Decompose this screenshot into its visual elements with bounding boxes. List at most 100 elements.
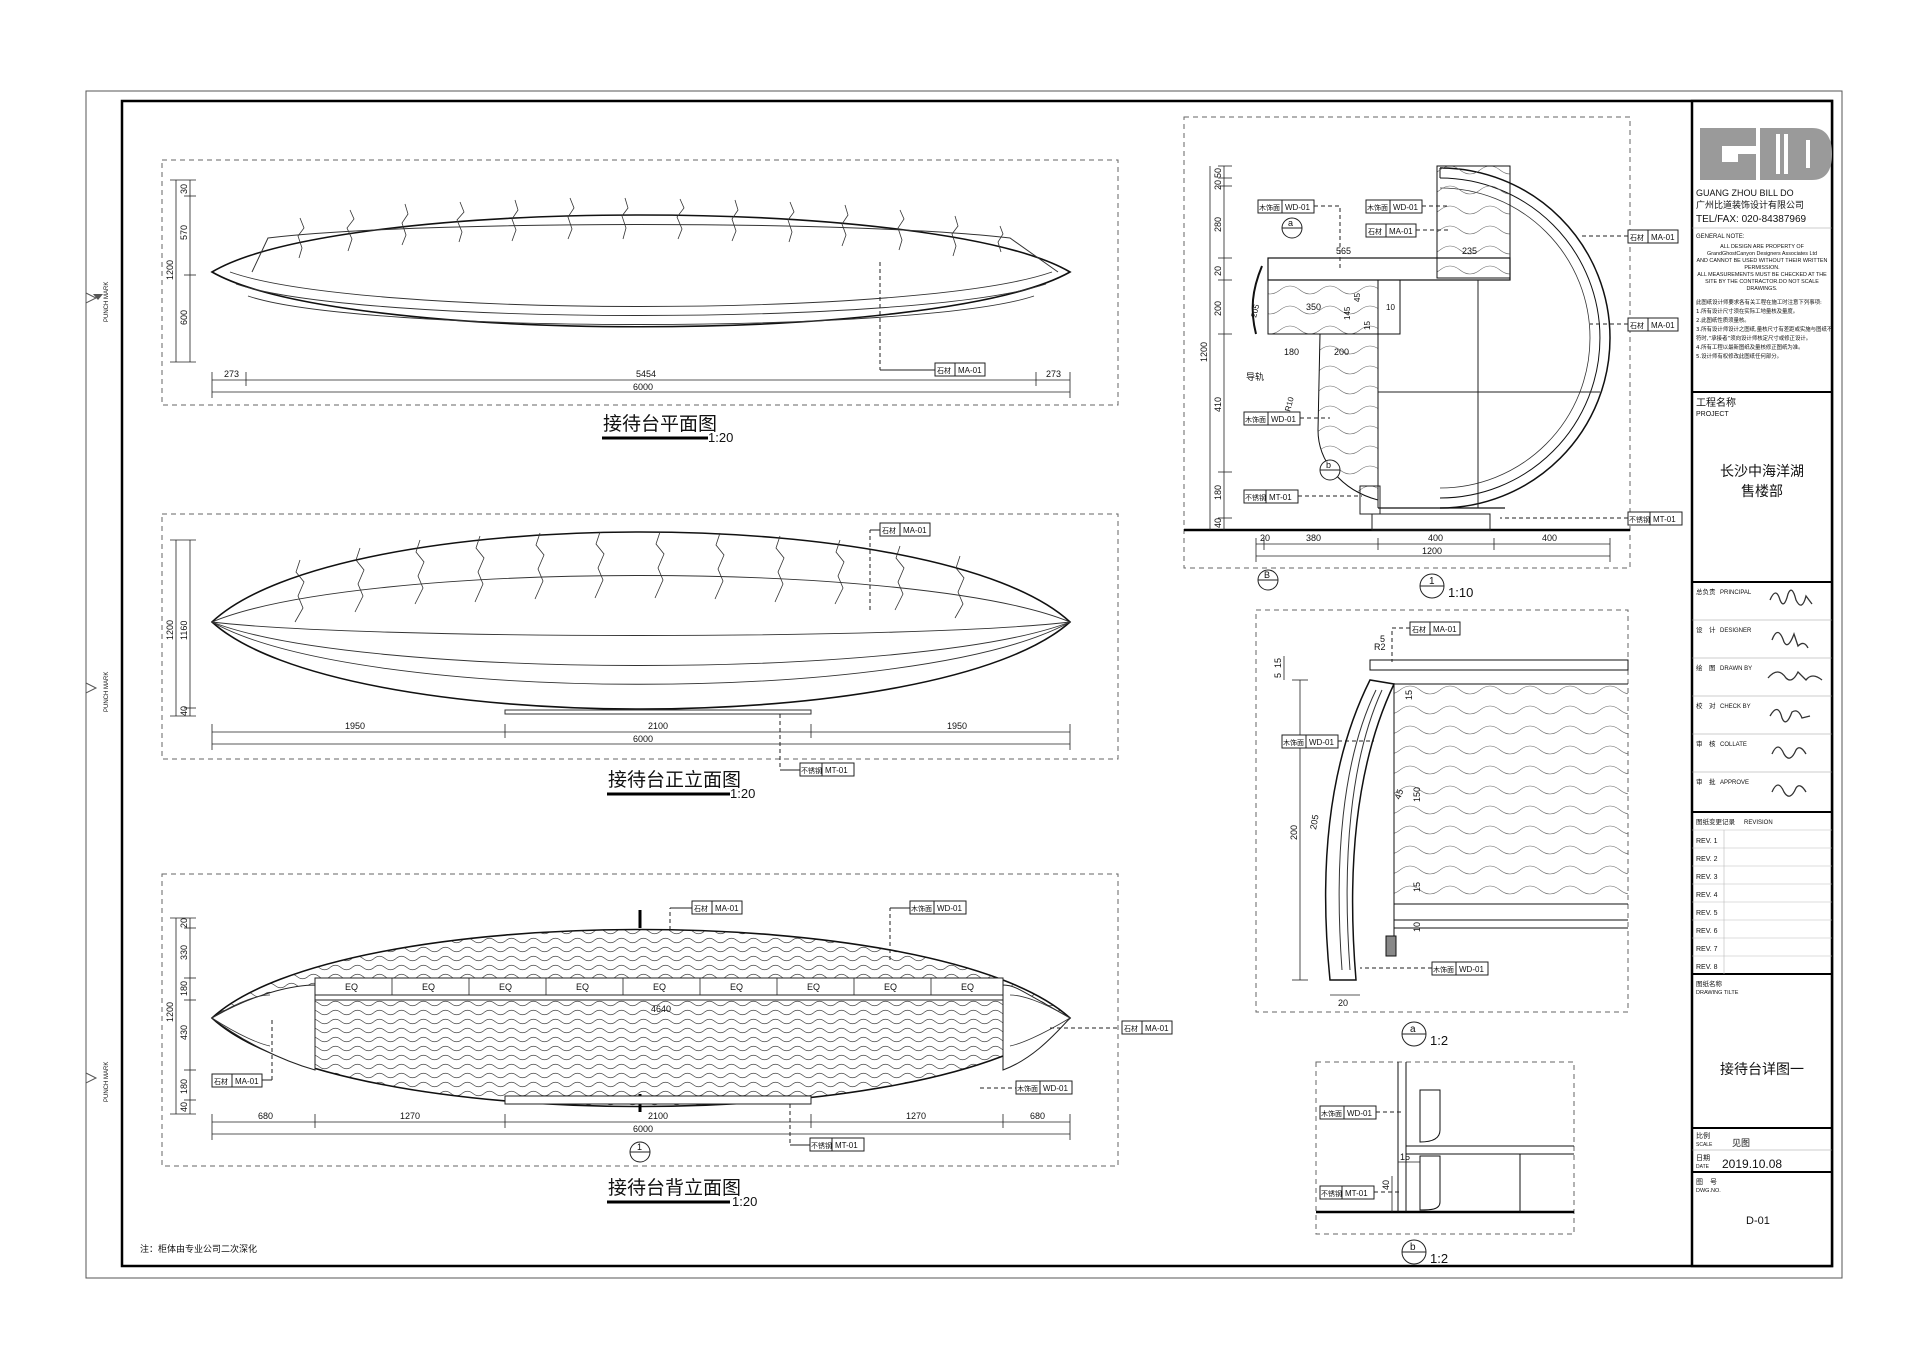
front-dim: 1200	[165, 620, 175, 640]
front-dim: 2100	[648, 721, 668, 731]
svg-text:SCALE: SCALE	[1696, 1142, 1713, 1148]
svg-text:石材: 石材	[1630, 321, 1644, 330]
svg-text:3.所有设计师设计之图纸,量核尺寸有差距或实施与图纸不: 3.所有设计师设计之图纸,量核尺寸有差距或实施与图纸不	[1696, 325, 1833, 333]
svg-text:REV. 7: REV. 7	[1696, 946, 1718, 953]
svg-text:审 核: 审 核	[1696, 739, 1716, 748]
svg-text:总负责: 总负责	[1696, 587, 1716, 596]
svg-text:20: 20	[1213, 266, 1223, 276]
svg-text:ALL DESIGN ARE PROPERTY OF: ALL DESIGN ARE PROPERTY OF	[1720, 244, 1804, 250]
plan-title: 接待台平面图	[603, 413, 717, 435]
svg-text:145: 145	[1343, 306, 1352, 320]
svg-text:木饰面: 木饰面	[1245, 415, 1266, 424]
front-dim: 1950	[947, 721, 967, 731]
company-logo	[1700, 128, 1832, 180]
plan-dim: 570	[179, 225, 189, 240]
svg-text:DWG.NO.: DWG.NO.	[1696, 1188, 1721, 1194]
detail-a-scale: 1:2	[1430, 1033, 1448, 1048]
svg-text:SITE BY THE CONTRACTOR.DO NOT: SITE BY THE CONTRACTOR.DO NOT SCALE	[1705, 279, 1819, 285]
svg-text:不锈钢: 不锈钢	[811, 1141, 832, 1150]
svg-text:5: 5	[1380, 634, 1385, 644]
svg-text:REV. 8: REV. 8	[1696, 964, 1718, 971]
svg-text:DESIGNER: DESIGNER	[1720, 628, 1752, 634]
plan-dim: 30	[179, 184, 189, 194]
svg-text:石材: 石材	[1412, 625, 1426, 634]
punch-mark-label: PUNCH MARK	[104, 1062, 110, 1102]
detail-b-material-tags: 木饰面 WD-01 不锈钢 MT-01	[1319, 1105, 1377, 1200]
svg-text:DATE: DATE	[1696, 1164, 1710, 1170]
back-dim: 1270	[906, 1111, 926, 1121]
svg-text:EQ: EQ	[730, 982, 743, 992]
section1-frame	[1183, 116, 1631, 569]
svg-text:WD-01: WD-01	[1309, 738, 1334, 747]
svg-text:MA-01: MA-01	[1433, 625, 1457, 634]
drawing-title-label-en: DRAWING TILTE	[1696, 990, 1739, 996]
company-name-en: GUANG ZHOU BILL DO	[1696, 188, 1794, 198]
date-value: 2019.10.08	[1722, 1157, 1782, 1171]
front-dim: 40	[179, 706, 189, 716]
svg-text:WD-01: WD-01	[1285, 203, 1310, 212]
plan-dim: 5454	[636, 369, 656, 379]
svg-text:COLLATE: COLLATE	[1720, 742, 1747, 748]
svg-text:180: 180	[1213, 485, 1223, 500]
svg-text:EQ: EQ	[422, 982, 435, 992]
front-outline	[210, 531, 1072, 710]
cn-note: 此图纸设计师要求各有关工程在施工时注意下列事项: 1.所有设计尺寸须在实际工地量…	[1696, 298, 1833, 360]
svg-text:1200: 1200	[1422, 546, 1442, 556]
svg-text:565: 565	[1336, 246, 1351, 256]
svg-text:15: 15	[1404, 690, 1414, 700]
front-dim: 6000	[633, 734, 653, 744]
svg-text:不锈钢: 不锈钢	[1321, 1189, 1342, 1198]
back-dim: 180	[179, 1079, 189, 1094]
signature-marks	[1767, 589, 1823, 797]
svg-text:400: 400	[1542, 533, 1557, 543]
svg-text:此图纸设计师要求各有关工程在施工时注意下列事项:: 此图纸设计师要求各有关工程在施工时注意下列事项:	[1696, 298, 1822, 306]
svg-text:50: 50	[1213, 168, 1223, 178]
material-tag: MT-01	[825, 766, 848, 775]
svg-text:2.此图纸性质须量核。: 2.此图纸性质须量核。	[1696, 316, 1750, 324]
svg-text:1.所有设计尺寸须在实际工地量核及量度。: 1.所有设计尺寸须在实际工地量核及量度。	[1696, 307, 1798, 315]
plan-scale: 1:20	[708, 430, 733, 445]
plan-frame	[161, 159, 1119, 406]
svg-text:木饰面: 木饰面	[1321, 1109, 1342, 1118]
svg-text:WD-01: WD-01	[1347, 1109, 1372, 1118]
scale-label: 比例	[1696, 1131, 1710, 1140]
svg-text:b: b	[1326, 460, 1331, 470]
svg-text:B: B	[1264, 570, 1270, 580]
svg-text:205: 205	[1249, 303, 1261, 319]
drawing-title-label: 图纸名称	[1696, 979, 1723, 988]
plan-dim: 1200	[165, 260, 175, 280]
punch-mark-label: PUNCH MARK	[104, 672, 110, 712]
svg-text:石材: 石材	[1368, 227, 1382, 236]
back-scale: 1:20	[732, 1194, 757, 1209]
svg-text:200: 200	[1289, 825, 1299, 840]
svg-text:EQ: EQ	[653, 982, 666, 992]
svg-text:45: 45	[1392, 788, 1405, 801]
svg-text:不锈钢: 不锈钢	[1629, 515, 1650, 524]
svg-text:EQ: EQ	[345, 982, 358, 992]
svg-text:APPROVE: APPROVE	[1720, 780, 1749, 786]
project-name: 售楼部	[1741, 484, 1783, 500]
svg-text:10: 10	[1412, 922, 1422, 932]
svg-text:MA-01: MA-01	[1651, 233, 1675, 242]
svg-text:GrandGhostCanyon Designers Ass: GrandGhostCanyon Designers Associates Lt…	[1707, 251, 1817, 257]
company-telfax: TEL/FAX: 020-84387969	[1696, 214, 1807, 225]
svg-text:1: 1	[1429, 576, 1435, 587]
svg-text:a: a	[1410, 1024, 1416, 1035]
plan-dim: 6000	[633, 382, 653, 392]
svg-text:180: 180	[1284, 347, 1299, 357]
svg-text:10: 10	[1386, 303, 1395, 312]
eq-labels: EQ EQ EQ EQ EQ EQ EQ EQ EQ	[345, 982, 974, 992]
svg-text:REV. 5: REV. 5	[1696, 910, 1718, 917]
plan-dim: 273	[224, 369, 239, 379]
project-label-en: PROJECT	[1696, 411, 1729, 418]
detail-b-scale: 1:2	[1430, 1251, 1448, 1266]
back-dim: 430	[179, 1025, 189, 1040]
svg-text:200: 200	[1334, 347, 1349, 357]
material-tag: MA-01	[958, 366, 982, 375]
svg-text:REV. 6: REV. 6	[1696, 928, 1718, 935]
svg-text:REV. 1: REV. 1	[1696, 838, 1718, 845]
plan-dim: 600	[179, 310, 189, 325]
svg-text:40: 40	[1213, 518, 1223, 528]
svg-text:WD-01: WD-01	[1043, 1084, 1068, 1093]
svg-text:PRINCIPAL: PRINCIPAL	[1720, 590, 1752, 596]
